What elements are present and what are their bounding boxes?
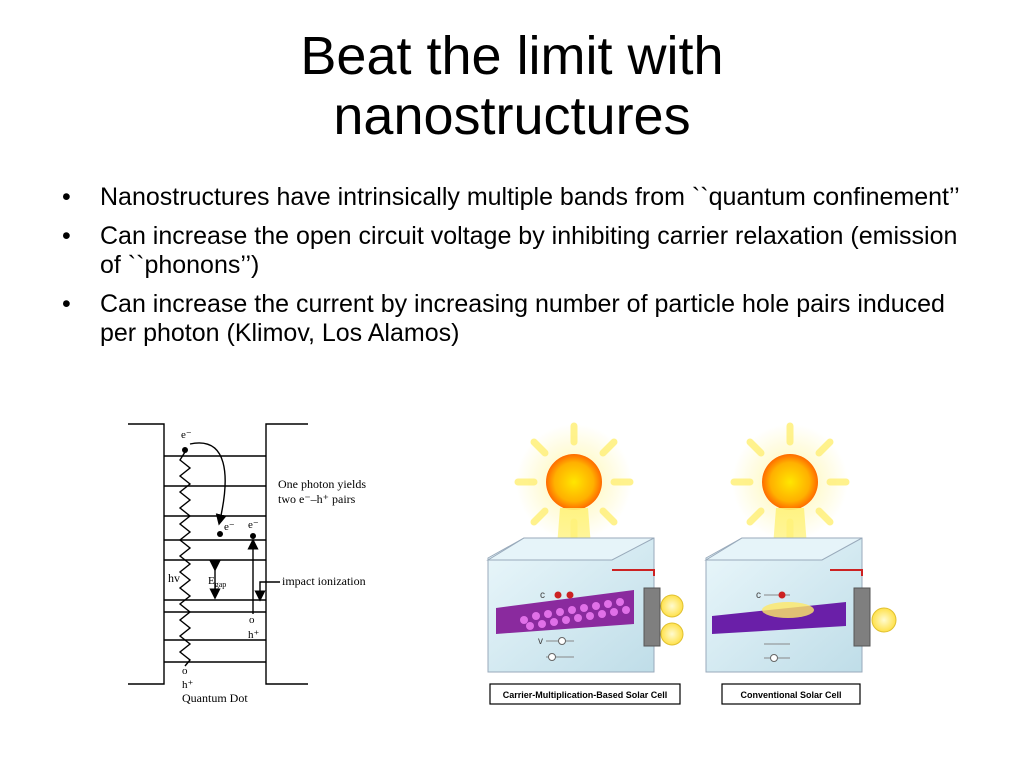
impact-label: impact ionization [282, 574, 366, 588]
lightbulb-icon [660, 622, 684, 646]
title-line-2: nanostructures [333, 86, 691, 146]
egap-label: Egap [208, 575, 226, 589]
bullet-item: • Can increase the current by increasing… [60, 290, 980, 348]
yield-line-2: two e⁻–h⁺ pairs [278, 492, 356, 506]
bullet-item: • Nanostructures have intrinsically mult… [60, 183, 980, 212]
electron-b-label: e⁻ [248, 519, 259, 531]
bullet-item: • Can increase the open circuit voltage … [60, 222, 980, 280]
sun-icon [546, 454, 602, 510]
quantum-dots [520, 598, 630, 630]
yield-line-1: One photon yields [278, 477, 366, 491]
conventional-solar-cell: c Conventional Solar Cell [704, 422, 897, 705]
quantum-dot-caption: Quantum Dot [182, 691, 248, 705]
hole-mid-o: o [249, 614, 255, 626]
band-structure [128, 423, 308, 685]
cm-cell-label-box [489, 683, 681, 705]
electron-top-label: e⁻ [181, 429, 192, 441]
bullet-icon: • [62, 222, 71, 250]
cell-top [704, 537, 863, 561]
solar-cell-illustration: c v Carrier-Multiplication-Based Solar C… [484, 420, 914, 714]
cell-top [486, 537, 655, 561]
bullet-text: Can increase the current by increasing n… [100, 290, 945, 347]
bullet-icon: • [62, 290, 71, 318]
c-band-label: c [756, 590, 761, 601]
absorption-glow [762, 602, 814, 618]
left-wall [128, 423, 165, 685]
bullet-list: • Nanostructures have intrinsically mult… [60, 183, 980, 358]
electron-dot [182, 447, 188, 453]
conventional-cell-label: Conventional Solar Cell [740, 690, 841, 700]
battery-icon [853, 587, 871, 647]
conventional-cell-label-box [721, 683, 861, 705]
right-wall [265, 423, 308, 685]
title-line-1: Beat the limit with [300, 26, 724, 86]
hole-icon [558, 637, 566, 645]
hole-bottom-o: o [182, 665, 188, 677]
battery-icon [643, 587, 661, 647]
lightbulb-icon [660, 594, 684, 618]
hole-icon [548, 653, 556, 661]
c-band-label: c [540, 590, 545, 601]
electron-dot [250, 533, 256, 539]
cm-cell-label: Carrier-Multiplication-Based Solar Cell [503, 690, 668, 700]
relaxation-arrow [189, 442, 227, 526]
bullet-text: Can increase the open circuit voltage by… [100, 222, 958, 279]
impact-pointer-arrow [254, 581, 280, 602]
hole-icon [770, 654, 778, 662]
hv-label: hv [168, 571, 180, 585]
photon-squiggle [178, 451, 192, 667]
hole-bottom-label: h⁺ [182, 679, 194, 691]
v-band-label: v [538, 636, 543, 647]
quantum-dot-svg: e⁻ e⁻ e⁻ One photon yields two e⁻–h⁺ pai… [128, 423, 366, 705]
electron-dot [217, 531, 223, 537]
wire [612, 569, 655, 576]
quantum-dot-diagram: e⁻ e⁻ e⁻ One photon yields two e⁻–h⁺ pai… [118, 416, 388, 716]
electron-a-label: e⁻ [224, 521, 235, 533]
bullet-icon: • [62, 183, 71, 211]
lightbulb-icon [871, 607, 897, 633]
hole-mid-label: h⁺ [248, 629, 260, 641]
electron-icon [566, 591, 574, 599]
cm-solar-cell: c v Carrier-Multiplication-Based Solar C… [486, 422, 684, 705]
solar-cell-svg: c v Carrier-Multiplication-Based Solar C… [486, 422, 897, 705]
wire [830, 569, 863, 576]
bullet-text: Nanostructures have intrinsically multip… [100, 183, 960, 211]
sun-icon [762, 454, 818, 510]
slide-title: Beat the limit with nanostructures [0, 26, 1024, 146]
electron-icon [778, 591, 786, 599]
electron-icon [554, 591, 562, 599]
